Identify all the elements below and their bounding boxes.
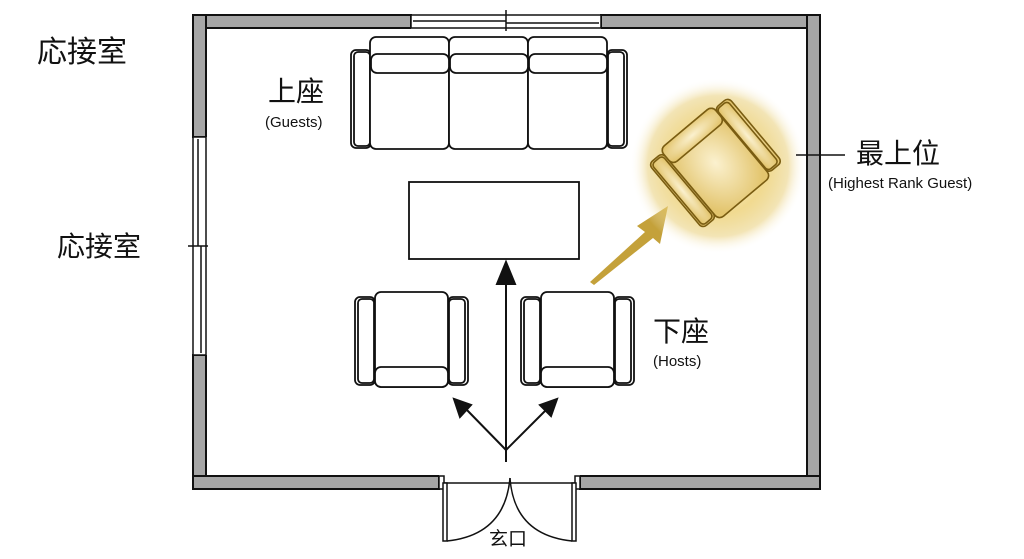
gold-arrow-icon xyxy=(590,206,668,285)
three-way-arrow-icon xyxy=(452,259,559,462)
room-title: 応接室 xyxy=(37,35,127,70)
host-armchair-right xyxy=(520,291,635,388)
hosts-label-en: (Hosts) xyxy=(653,353,702,370)
sofa-guests xyxy=(350,36,628,150)
guests-label-jp: 上座 xyxy=(268,75,325,108)
hosts-label-jp: 下座 xyxy=(653,315,710,348)
entrance-doors xyxy=(438,475,581,542)
host-armchair-left xyxy=(354,291,469,388)
highest-label-jp: 最上位 xyxy=(856,137,941,170)
top-window xyxy=(410,10,602,31)
highest-label-en: (Highest Rank Guest) xyxy=(828,175,973,192)
coffee-table xyxy=(408,181,580,260)
left-window xyxy=(188,136,208,356)
entrance-label: 玄口 xyxy=(489,528,528,550)
guests-label-en: (Guests) xyxy=(265,114,323,131)
highlighted-armchair xyxy=(630,78,806,254)
adjacent-room-label: 応接室 xyxy=(57,230,142,263)
